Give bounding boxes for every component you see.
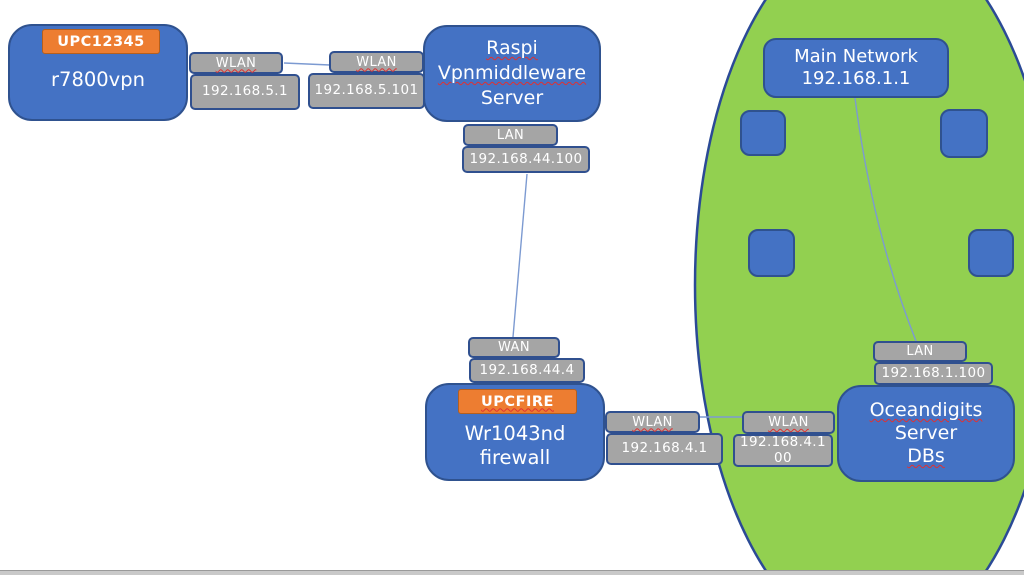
port-type-label: LAN [496, 127, 525, 143]
port-ip-lan-raspi[interactable]: 192.168.44.100 [462, 146, 590, 173]
port-ip-label: 192.168.1.100 [881, 364, 986, 381]
port-ip-label: 192.168.5.101 [314, 82, 419, 99]
node-label-line1: Wr1043nd [464, 422, 566, 445]
port-ip-lan-oceandigits[interactable]: 192.168.1.100 [874, 362, 993, 385]
badge-upc12345[interactable]: UPC12345 [42, 29, 160, 54]
node-label: r7800vpn [51, 68, 145, 91]
port-ip-wlan-firewall[interactable]: 192.168.4.1 [606, 433, 723, 465]
port-ip-label: 192.168.44.4 [479, 361, 575, 378]
port-ip-label: 192.168.5.1 [202, 83, 288, 100]
node-r7800vpn[interactable]: UPC12345 r7800vpn [8, 24, 188, 121]
bottom-scrollbar[interactable] [0, 570, 1024, 575]
node-raspi-vpnmiddleware-server[interactable]: Raspi Vpnmiddleware Server [423, 25, 601, 122]
port-wlan-r7800[interactable]: WLAN [189, 52, 283, 74]
node-wr1043nd-firewall[interactable]: UPCFIRE Wr1043nd firewall [425, 383, 605, 481]
port-wlan-firewall[interactable]: WLAN [605, 411, 700, 433]
port-lan-raspi[interactable]: LAN [463, 124, 558, 146]
node-oceandigits-server-dbs[interactable]: Oceandigits Server DBs [837, 385, 1015, 482]
port-ip-wlan-raspi[interactable]: 192.168.5.101 [308, 73, 425, 109]
port-type-label: WLAN [215, 55, 257, 71]
port-ip-wlan-oceandigits[interactable]: 192.168.4.1 00 [733, 434, 833, 467]
node-label-line1: Raspi [486, 37, 538, 59]
port-type-label: WLAN [632, 414, 673, 430]
node-label-line2: Vpnmiddleware [437, 62, 587, 84]
node-label-line2: firewall [479, 446, 551, 469]
port-ip-label-line2: 00 [774, 449, 792, 466]
port-lan-oceandigits[interactable]: LAN [873, 341, 967, 362]
port-ip-wlan-r7800[interactable]: 192.168.5.1 [190, 74, 300, 110]
link-raspi-to-firewall[interactable] [512, 173, 528, 338]
node-label-line1: Oceandigits [869, 399, 983, 421]
node-label-line3: Server [480, 87, 544, 109]
node-main-network[interactable]: Main Network 192.168.1.1 [763, 38, 949, 98]
node-label-line2: Server [894, 422, 958, 444]
port-type-label: WAN [498, 340, 530, 355]
port-wan-firewall[interactable]: WAN [468, 337, 560, 358]
port-ip-label: 192.168.4.1 [621, 440, 708, 457]
device-square-1[interactable] [740, 110, 786, 156]
node-label-line1: Main Network [794, 46, 918, 67]
node-label-line2: 192.168.1.1 [801, 68, 911, 89]
port-ip-label-line1: 192.168.4.1 [740, 434, 826, 450]
port-type-label: WLAN [356, 54, 397, 70]
port-wlan-raspi[interactable]: WLAN [329, 51, 424, 73]
link-mainnetwork-to-oceandigits[interactable] [854, 97, 917, 342]
badge-upcfire[interactable]: UPCFIRE [458, 389, 577, 414]
port-wlan-oceandigits[interactable]: WLAN [742, 411, 835, 434]
port-ip-label: 192.168.44.100 [469, 150, 583, 167]
badge-label: UPC12345 [57, 33, 145, 50]
port-type-label: LAN [906, 344, 934, 359]
port-ip-wan-firewall[interactable]: 192.168.44.4 [469, 358, 585, 383]
node-label-line3: DBs [907, 445, 945, 467]
device-square-3[interactable] [748, 229, 795, 277]
port-type-label: WLAN [768, 415, 809, 430]
badge-label: UPCFIRE [481, 393, 554, 410]
link-r7800-to-raspi[interactable] [283, 62, 331, 66]
device-square-2[interactable] [940, 109, 988, 158]
device-square-4[interactable] [968, 229, 1014, 277]
